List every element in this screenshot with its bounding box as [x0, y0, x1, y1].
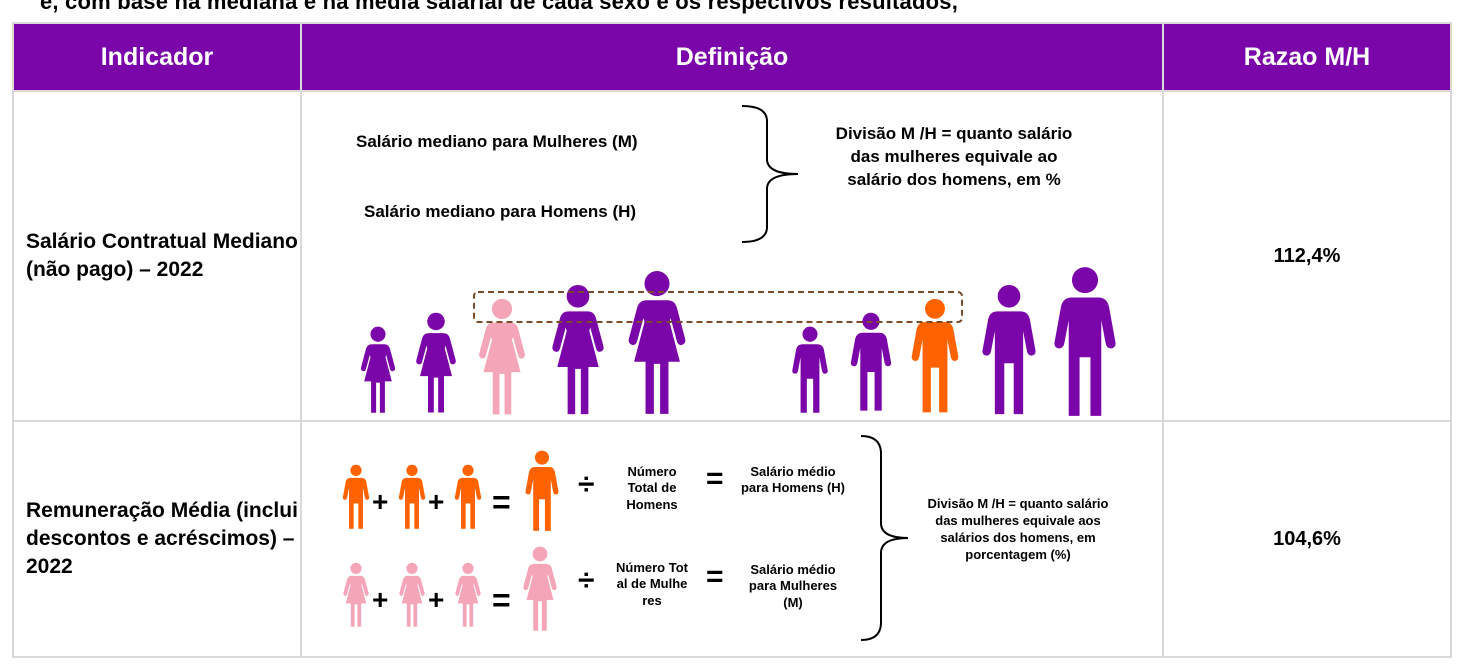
plus-sign: +: [428, 584, 445, 615]
equals-sign: =: [706, 462, 724, 495]
woman-figure-icon: [398, 562, 426, 628]
man-figure-icon: [848, 312, 894, 412]
indicator-cell: Remuneração Média (inclui descontos e ac…: [12, 420, 302, 658]
definition-cell: Salário mediano para Mulheres (M) Salári…: [300, 90, 1164, 422]
header-indicator: Indicador: [12, 22, 302, 92]
men-total-label: Número Total de Homens: [626, 464, 678, 512]
indicator-table: Indicador Definição Razao M/H Salário Co…: [12, 22, 1452, 658]
table-row: Remuneração Média (inclui descontos e ac…: [12, 420, 1452, 658]
man-figure-icon: [342, 464, 370, 530]
man-figure-icon: [1050, 266, 1120, 418]
women-median-label: Salário mediano para Mulheres (M): [356, 132, 638, 151]
man-figure-icon: [454, 464, 482, 530]
woman-figure-icon: [412, 312, 460, 414]
woman-figure-icon: [358, 326, 398, 414]
ratio-cell: 112,4%: [1162, 90, 1452, 422]
woman-figure-icon: [518, 546, 562, 632]
man-figure-icon: [978, 284, 1040, 416]
division-text: Divisão M /H = quanto salário das mulher…: [927, 496, 1109, 562]
women-average-label: Salário médio para Mulheres (M): [748, 562, 838, 610]
man-figure-icon: [522, 450, 562, 532]
curly-brace-icon: [741, 105, 799, 243]
definition-cell: + + = ÷ Número Total de Homens = Salário…: [300, 420, 1164, 658]
header-row: Indicador Definição Razao M/H: [12, 22, 1452, 92]
divide-sign: ÷: [578, 564, 595, 597]
plus-sign: +: [372, 486, 389, 517]
plus-sign: +: [372, 584, 389, 615]
header-ratio: Razao M/H: [1162, 22, 1452, 92]
woman-figure-icon: [342, 562, 370, 628]
women-total-label: Número Total de Mulheres: [616, 560, 688, 608]
division-text: Divisão M /H = quanto salário das mulher…: [835, 124, 1073, 190]
divide-sign: ÷: [578, 468, 595, 501]
median-highlight-box: [473, 291, 963, 323]
men-average-label: Salário médio para Homens (H): [740, 464, 846, 496]
top-partial-text: e, com base na mediana e na média salari…: [40, 0, 959, 14]
man-figure-icon: [790, 326, 830, 414]
woman-figure-icon: [454, 562, 482, 628]
curly-brace-icon: [860, 435, 909, 641]
equals-sign: =: [492, 484, 511, 520]
ratio-cell: 104,6%: [1162, 420, 1452, 658]
equals-sign: =: [492, 582, 511, 618]
table-row: Salário Contratual Mediano (não pago) – …: [12, 90, 1452, 422]
indicator-cell: Salário Contratual Mediano (não pago) – …: [12, 90, 302, 422]
plus-sign: +: [428, 486, 445, 517]
man-figure-icon: [398, 464, 426, 530]
men-median-label: Salário mediano para Homens (H): [364, 202, 637, 221]
equals-sign: =: [706, 560, 724, 593]
header-definition: Definição: [300, 22, 1164, 92]
